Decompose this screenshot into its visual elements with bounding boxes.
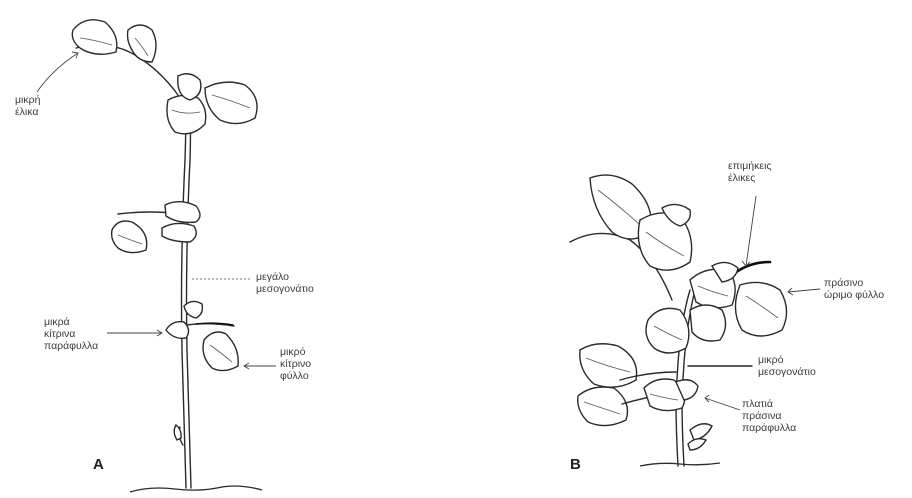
top-leaf-a-1 bbox=[72, 20, 117, 54]
label-long-internode: μεγάλο μεσογονάτιο bbox=[256, 271, 314, 295]
label-small-yellow-stipules: μικρά κίτρινα παράφυλλα bbox=[44, 316, 98, 352]
label-elongated-tendrils: επιμήκεις έλικες bbox=[728, 160, 771, 184]
arrow-mature-leaf bbox=[788, 289, 820, 292]
plant-a bbox=[72, 20, 262, 492]
arrow-small-tendril bbox=[37, 53, 78, 92]
label-small-yellow-leaf: μικρό κίτρινο φύλλο bbox=[280, 346, 311, 382]
arrow-broad-stipules bbox=[705, 398, 740, 410]
tendril-b-right bbox=[735, 262, 770, 273]
mid-leaf-b-1 bbox=[646, 308, 689, 353]
mature-leaf-b-2 bbox=[735, 282, 786, 336]
stem-a bbox=[182, 100, 187, 488]
label-green-mature-leaf: πράσινο ώριμο φύλλο bbox=[824, 277, 884, 301]
soil-line-b bbox=[640, 463, 720, 466]
low-leaf-b-2 bbox=[578, 387, 628, 426]
label-short-internode: μικρό μεσογονάτιο bbox=[758, 354, 816, 378]
mid-leaf-a-1 bbox=[112, 221, 147, 253]
panel-label-b: B bbox=[570, 456, 581, 473]
mid-leaf-a-3 bbox=[162, 223, 196, 242]
top-leaf-a-2 bbox=[128, 25, 157, 62]
label-broad-green-stipules: πλατιά πράσινα παράφυλλα bbox=[742, 398, 796, 434]
mid-leaf-a-2 bbox=[165, 202, 200, 223]
arrow-elongated-tendrils bbox=[746, 196, 756, 266]
panel-label-a: A bbox=[93, 456, 104, 473]
apex-leaf-a-2 bbox=[205, 82, 257, 123]
small-yellow-leaf-a bbox=[203, 332, 238, 371]
label-small-tendril: μικρή έλικα bbox=[15, 94, 40, 118]
low-stipule-a-1 bbox=[166, 322, 189, 339]
apex-leaf-a-1 bbox=[167, 95, 206, 133]
mid-leaf-b-2 bbox=[690, 305, 726, 341]
soil-line-a bbox=[130, 486, 262, 492]
